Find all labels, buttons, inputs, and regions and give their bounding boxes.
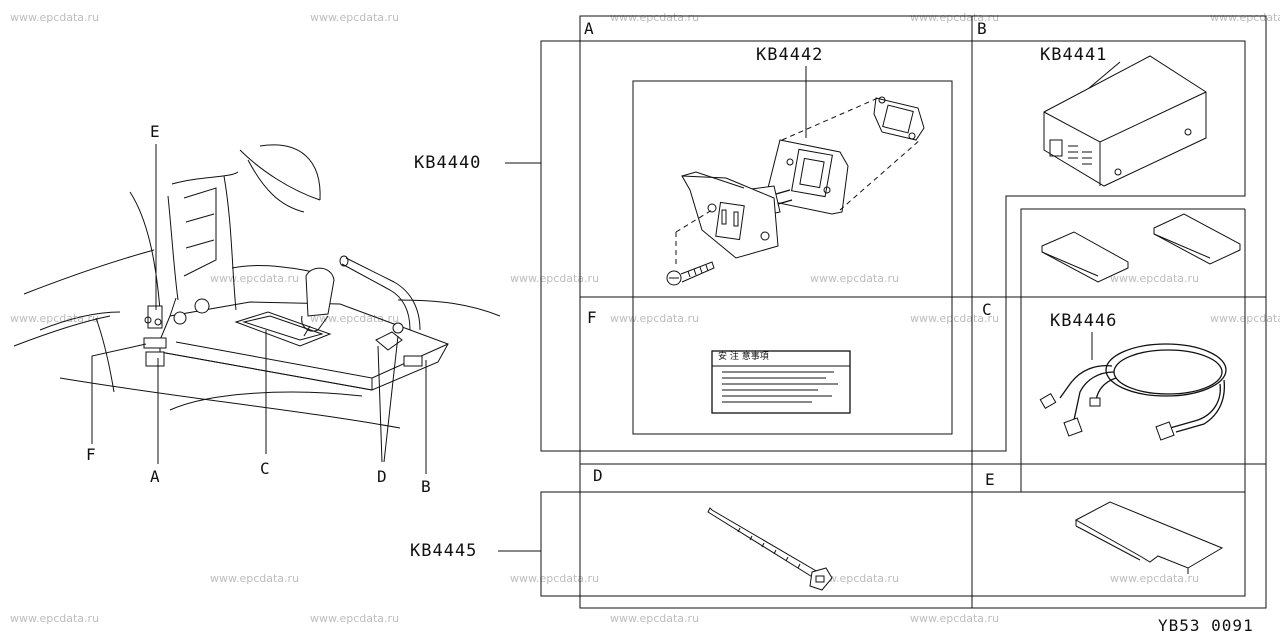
wiring-harness: [1039, 332, 1227, 441]
watermark: www.epcdata.ru: [310, 312, 400, 325]
watermark: www.epcdata.ru: [610, 612, 700, 625]
vehicle-console-view: [13, 144, 501, 474]
watermark: www.epcdata.ru: [10, 11, 100, 24]
watermark: www.epcdata.ru: [10, 312, 100, 325]
label-caption-text: 安 注 意事項: [718, 352, 769, 362]
insulator-plate: [1074, 501, 1224, 574]
callout-e: E: [150, 122, 160, 141]
watermark: www.epcdata.ru: [910, 11, 1000, 24]
group-label-kb4440: KB4440: [414, 153, 482, 173]
panel-letter-a: A: [584, 19, 594, 38]
cable-tie: [707, 507, 833, 591]
callout-f: F: [86, 445, 96, 464]
watermark: www.epcdata.ru: [610, 312, 700, 325]
diagram-code: YB53 0091: [1158, 616, 1254, 635]
watermark: www.epcdata.ru: [810, 272, 900, 285]
group-label-kb4445: KB4445: [410, 541, 478, 561]
panel-letter-e: E: [985, 470, 995, 489]
watermark: www.epcdata.ru: [210, 272, 300, 285]
inverter-unit: [1043, 55, 1207, 187]
panel-letter-c: C: [982, 300, 992, 319]
part-label-kb4442: KB4442: [756, 45, 824, 65]
watermark: www.epcdata.ru: [910, 312, 1000, 325]
part-label-kb4446: KB4446: [1050, 311, 1118, 331]
watermark: www.epcdata.ru: [910, 612, 1000, 625]
watermark: www.epcdata.ru: [510, 272, 600, 285]
panel-letter-f: F: [587, 308, 597, 327]
callout-a: A: [150, 467, 160, 486]
watermark: www.epcdata.ru: [610, 11, 700, 24]
part-label-kb4441: KB4441: [1040, 45, 1108, 65]
panel-letter-d: D: [593, 466, 603, 485]
watermark: www.epcdata.ru: [1110, 572, 1200, 585]
callout-d: D: [377, 467, 387, 486]
panel-frames: [540, 15, 1267, 609]
watermark: www.epcdata.ru: [510, 572, 600, 585]
watermark: www.epcdata.ru: [1210, 11, 1280, 24]
watermark: www.epcdata.ru: [1110, 272, 1200, 285]
watermark: www.epcdata.ru: [310, 612, 400, 625]
callout-c: C: [260, 459, 270, 478]
panel-letter-b: B: [977, 19, 987, 38]
watermark: www.epcdata.ru: [10, 612, 100, 625]
watermark: www.epcdata.ru: [810, 572, 900, 585]
caution-label: [711, 350, 851, 414]
watermark: www.epcdata.ru: [210, 572, 300, 585]
power-outlet-assembly: [666, 66, 925, 286]
callout-b: B: [421, 477, 431, 496]
watermark: www.epcdata.ru: [310, 11, 400, 24]
adhesive-pads: [1041, 213, 1241, 283]
